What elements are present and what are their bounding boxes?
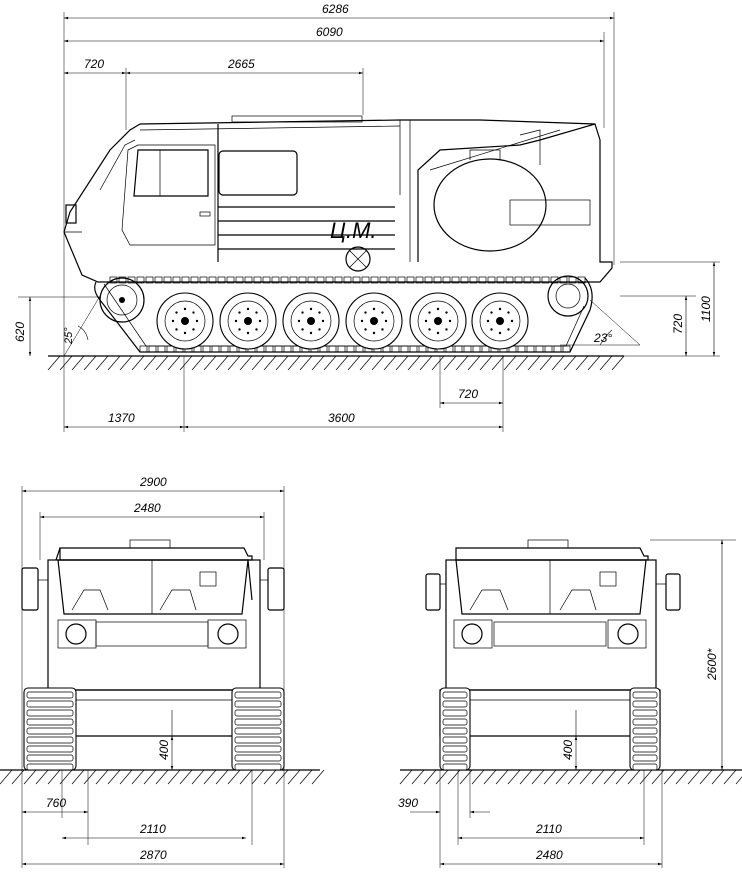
- dim-390: 390: [398, 796, 418, 810]
- dim-760: 760: [46, 796, 66, 810]
- dim-2480-rear: 2480: [535, 848, 563, 862]
- angle-23: 23°: [593, 331, 612, 345]
- dim-6090: 6090: [316, 25, 343, 39]
- front-tracks: [23, 687, 285, 771]
- dim-400-rear: 400: [561, 740, 575, 760]
- dim-3600: 3600: [328, 411, 355, 425]
- dim-2900: 2900: [139, 475, 167, 489]
- side-marking: Ц.М.: [330, 218, 377, 243]
- dim-720-right: 720: [671, 314, 685, 334]
- emblem-icon: [345, 246, 371, 272]
- dim-2480-front: 2480: [133, 501, 161, 515]
- rear-view: 2600* 400 390 2110 2480: [398, 539, 742, 868]
- dim-620: 620: [13, 322, 27, 342]
- side-ground: [47, 355, 625, 371]
- dim-2110-front: 2110: [139, 822, 166, 836]
- road-wheels: [156, 292, 529, 350]
- rear-dimensions: 2600* 400 390 2110 2480: [398, 539, 736, 868]
- dim-2665: 2665: [227, 57, 255, 71]
- dim-1100: 1100: [699, 296, 713, 322]
- rear-tracks: [439, 687, 661, 771]
- dim-2600: 2600*: [705, 648, 719, 681]
- side-hull: Ц.М.: [63, 115, 613, 283]
- dim-2110-rear: 2110: [535, 822, 562, 836]
- dim-720-top: 720: [84, 57, 104, 71]
- front-dimensions: 2900 2480 400 760 2110 2870: [21, 475, 285, 868]
- dim-2870: 2870: [139, 848, 167, 862]
- angle-25: 25°: [63, 327, 75, 345]
- dim-1370: 1370: [108, 411, 135, 425]
- side-view: Ц.М.: [13, 2, 720, 432]
- dim-720-pitch: 720: [458, 387, 478, 401]
- front-view: 2900 2480 400 760 2110 2870: [0, 475, 325, 868]
- side-track: [94, 275, 593, 353]
- side-dimensions: 6286 6090 720 2665 620 25° 23°: [13, 2, 720, 432]
- dim-400-front: 400: [157, 740, 171, 760]
- dim-6286: 6286: [322, 2, 349, 16]
